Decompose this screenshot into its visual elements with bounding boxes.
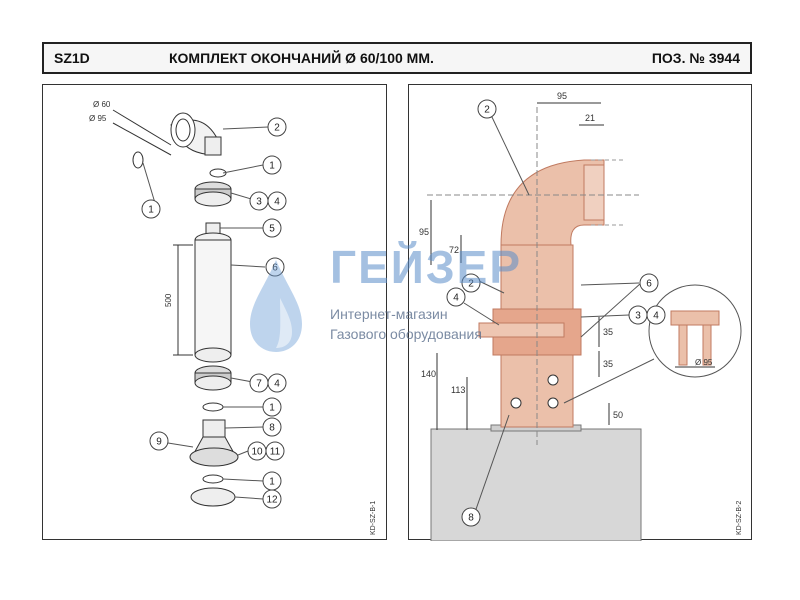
- detail-circle: Ø 95: [648, 284, 742, 378]
- part-callout-label: 1: [148, 205, 154, 216]
- part-callout-label: 6: [272, 263, 278, 274]
- install-callout-bubble: [461, 507, 481, 527]
- part-callout-label: 4: [274, 379, 280, 390]
- dim-d95: Ø 95: [89, 114, 107, 123]
- install-callout-label: 2: [484, 105, 490, 116]
- gasket-12: [190, 487, 236, 507]
- elbow-flue: [500, 159, 625, 246]
- dim-21: 21: [585, 113, 595, 123]
- part-callout-label: 4: [274, 197, 280, 208]
- pipe-part: [194, 232, 232, 363]
- install-callout-bubble: [477, 99, 497, 119]
- part-callout-label: 10: [251, 447, 263, 458]
- part-callout-label: 11: [270, 447, 281, 458]
- product-title: КОМПЛЕКТ ОКОНЧАНИЙ Ø 60/100 ММ.: [169, 50, 434, 66]
- part-callout-bubble: [149, 431, 169, 451]
- part-callout-label: 1: [269, 403, 275, 414]
- dim-50: 50: [613, 410, 623, 420]
- part-callout-bubble: [262, 489, 282, 509]
- dim-d60: Ø 60: [93, 100, 111, 109]
- part-callout-label: 1: [269, 477, 275, 488]
- part-callout-bubble: [141, 199, 161, 219]
- dim-95-side: 95: [419, 227, 429, 237]
- vertical-flue-pipe: [478, 244, 582, 428]
- exploded-view-panel: Ø 60 Ø 95 500: [42, 84, 387, 540]
- ring-7-4: [194, 365, 232, 391]
- part-callout-bubble: [265, 257, 285, 277]
- ring-3-4: [194, 181, 232, 207]
- dim-72: 72: [449, 245, 459, 255]
- install-callout-label: 4: [653, 311, 659, 322]
- gasket-small: [132, 151, 144, 169]
- part-callout-label: 1: [269, 161, 275, 172]
- dim-length: 500: [164, 293, 173, 307]
- part-callout-label: 9: [156, 437, 162, 448]
- elbow-part: [170, 112, 222, 156]
- part-callout-label: 8: [269, 423, 275, 434]
- install-callout-bubble: [446, 287, 466, 307]
- installation-view-panel: 95 21 95 72 35 35 140 113 50 Ø 95 2 3 4 6 4: [408, 84, 752, 541]
- dim-113: 113: [451, 385, 465, 395]
- part-callout-label: 7: [256, 379, 262, 390]
- exploded-view-drawing: Ø 60 Ø 95 500: [89, 100, 377, 535]
- drawing-code-right: KD-SZ-B-2: [736, 501, 743, 535]
- product-code: SZ1D: [54, 50, 90, 66]
- dim-95-top: 95: [557, 91, 567, 101]
- part-callout-bubble: [267, 117, 287, 137]
- part-callout-label: 5: [269, 224, 275, 235]
- part-callout-bubble: [262, 397, 282, 417]
- install-callout-bubble: [461, 273, 481, 293]
- part-callout-label: 3: [256, 197, 262, 208]
- part-callout-bubble: [262, 218, 282, 238]
- install-callout-label: 3: [635, 311, 641, 322]
- install-callout-label: 6: [646, 279, 652, 290]
- install-callout-bubble: [639, 273, 659, 293]
- part-callout-bubble: [267, 373, 287, 393]
- dim-35-a: 35: [603, 327, 613, 337]
- install-callout-bubble: [646, 305, 666, 325]
- dim-detail-d95: Ø 95: [695, 358, 713, 367]
- document-header: SZ1D КОМПЛЕКТ ОКОНЧАНИЙ Ø 60/100 ММ. ПОЗ…: [42, 42, 752, 74]
- install-callout-label: 4: [453, 293, 459, 304]
- drawing-code-left: KD-SZ-B-1: [370, 501, 377, 535]
- part-callout-label: 12: [266, 495, 278, 506]
- installation-view-drawing: 95 21 95 72 35 35 140 113 50 Ø 95 2 3 4 6 4: [419, 91, 743, 541]
- dim-140: 140: [421, 369, 436, 379]
- part-callout-bubble: [265, 441, 285, 461]
- install-callout-label: 2: [468, 279, 474, 290]
- install-callout-label: 8: [468, 513, 474, 524]
- flange-part: [189, 419, 239, 467]
- boiler-body: [430, 428, 642, 541]
- dim-35-b: 35: [603, 359, 613, 369]
- part-callout-label: 2: [274, 123, 280, 134]
- part-callout-bubble: [262, 417, 282, 437]
- part-callout-bubble: [267, 191, 287, 211]
- position-number: ПОЗ. № 3944: [651, 50, 740, 66]
- part-callout-bubble: [262, 155, 282, 175]
